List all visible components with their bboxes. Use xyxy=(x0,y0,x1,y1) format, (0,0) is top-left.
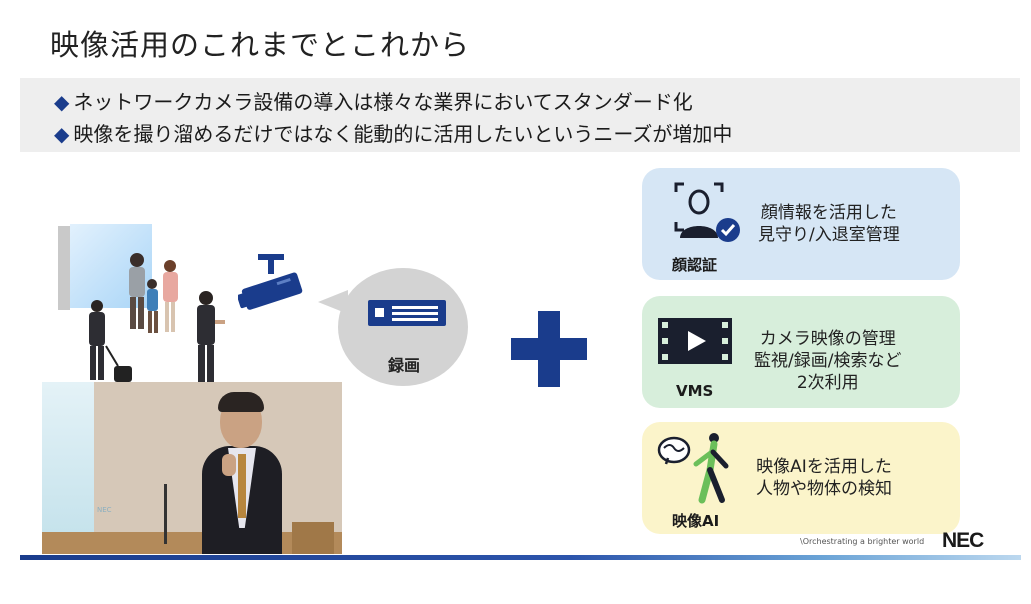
speech-bubble xyxy=(338,268,468,386)
traveler-icon xyxy=(89,300,132,382)
card-desc: 映像AIを活用した 人物や物体の検知 xyxy=(756,457,892,499)
bullet-box: ◆ネットワークカメラ設備の導入は様々な業界においてスタンダード化 ◆映像を撮り溜… xyxy=(20,78,1020,152)
card-title: 顔認証 xyxy=(672,256,718,274)
card-title: 映像AI xyxy=(672,512,720,530)
podium xyxy=(292,522,334,554)
slide-title: 映像活用のこれまでとこれから xyxy=(50,28,471,62)
microphone-icon xyxy=(222,454,236,476)
bullet-text: ネットワークカメラ設備の導入は様々な業界においてスタンダード化 xyxy=(73,90,693,114)
mic-stand xyxy=(164,484,167,544)
card-video-ai: 映像AIを活用した 人物や物体の検知 映像AI xyxy=(642,422,960,534)
plus-icon xyxy=(538,311,560,387)
card-face-recognition: 顔情報を活用した 見守り/入退室管理 顔認証 xyxy=(642,168,960,280)
child-icon xyxy=(147,279,158,333)
diamond-bullet-icon: ◆ xyxy=(54,90,70,114)
people-illustration xyxy=(89,253,225,383)
card-vms: カメラ映像の管理 監視/録画/検索など 2次利用 VMS xyxy=(642,296,960,408)
card-desc: カメラ映像の管理 監視/録画/検索など 2次利用 xyxy=(754,329,902,393)
face-recognition-icon xyxy=(674,182,740,242)
ai-brain-person-icon xyxy=(657,433,729,504)
woman-icon xyxy=(163,260,178,332)
projector-screen xyxy=(42,382,94,532)
nec-tagline: \Orchestrating a brighter world xyxy=(800,537,925,546)
video-nec-logo: NEC xyxy=(97,506,112,514)
card-title: VMS xyxy=(676,382,714,400)
bullet-item: ◆ネットワークカメラ設備の導入は様々な業界においてスタンダード化 xyxy=(54,86,693,115)
nec-logo: NEC xyxy=(942,529,984,552)
card-desc: 顔情報を活用した 見守り/入退室管理 xyxy=(758,203,900,245)
security-camera-icon xyxy=(238,254,303,310)
bottom-gradient-bar xyxy=(20,555,1021,560)
person-icon xyxy=(129,253,145,329)
building-wall xyxy=(58,226,70,310)
speaker-video-overlay[interactable]: NEC xyxy=(42,382,342,554)
recorder-label: 録画 xyxy=(388,356,421,375)
diamond-bullet-icon: ◆ xyxy=(54,122,70,146)
recorder-icon xyxy=(368,300,446,326)
businessman-icon xyxy=(197,291,225,383)
bullet-text: 映像を撮り溜めるだけではなく能動的に活用したいというニーズが増加中 xyxy=(73,122,733,146)
bullet-item: ◆映像を撮り溜めるだけではなく能動的に活用したいというニーズが増加中 xyxy=(54,118,732,147)
video-play-icon xyxy=(658,318,732,364)
